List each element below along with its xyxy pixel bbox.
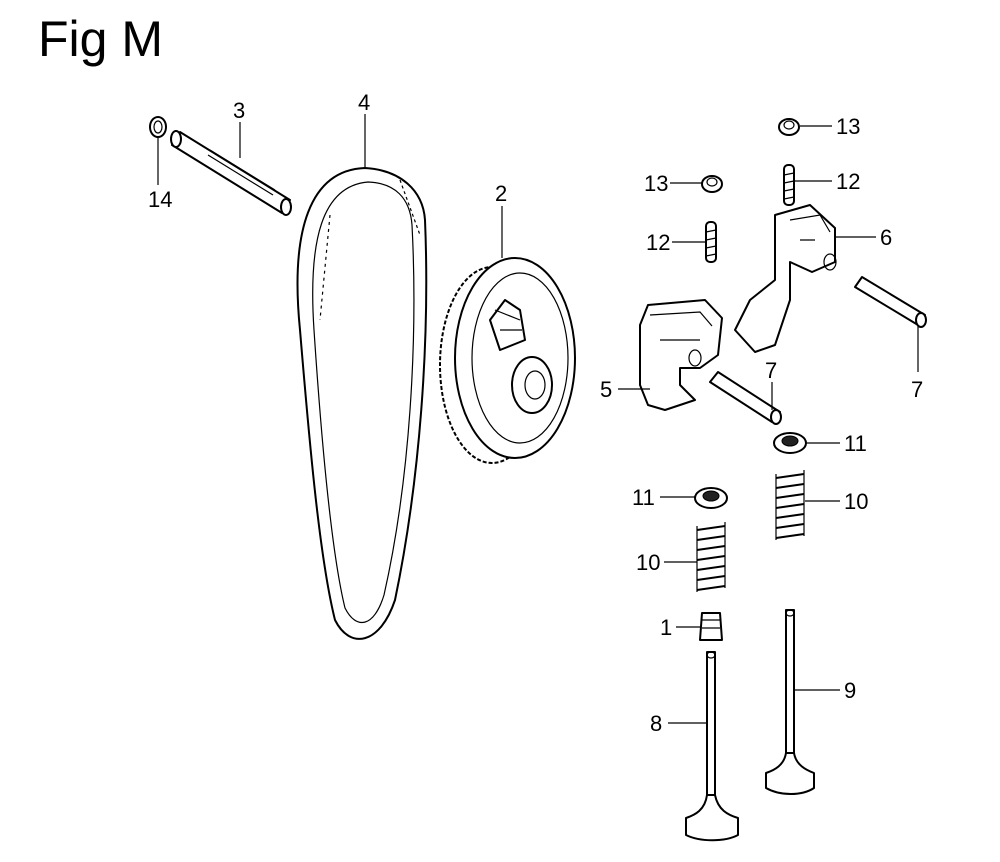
part-13-nut-right xyxy=(778,118,800,136)
callout-label: 11 xyxy=(844,431,867,456)
figure-title: Fig M xyxy=(38,11,163,67)
callout-label: 5 xyxy=(600,377,612,402)
callout-label: 10 xyxy=(844,489,868,514)
part-9-valve xyxy=(765,609,815,795)
callout-label: 9 xyxy=(844,678,856,703)
callout-10-left: 10 xyxy=(636,550,697,575)
callout-label: 8 xyxy=(650,711,662,736)
part-12-screw-left xyxy=(705,221,717,263)
callout-11-left: 11 xyxy=(632,485,695,510)
part-8-valve xyxy=(685,651,739,842)
part-7-pin-left xyxy=(709,371,782,425)
part-13-nut-left xyxy=(701,175,723,193)
callout-8: 8 xyxy=(650,711,707,736)
part-1-stem-seal xyxy=(699,612,723,641)
callout-label: 11 xyxy=(632,485,655,510)
callout-label: 1 xyxy=(660,615,672,640)
callout-label: 3 xyxy=(233,98,245,123)
part-12-screw-right xyxy=(783,164,795,206)
part-6-rocker-arm xyxy=(734,204,837,353)
callout-13-left: 13 xyxy=(644,171,702,196)
callout-2: 2 xyxy=(495,181,507,258)
callout-14: 14 xyxy=(148,138,172,212)
callout-6: 6 xyxy=(836,225,892,250)
callout-7-right: 7 xyxy=(911,326,923,402)
part-10-spring-right xyxy=(775,470,805,540)
callout-label: 2 xyxy=(495,181,507,206)
callout-label: 12 xyxy=(836,169,860,194)
callout-9: 9 xyxy=(795,678,856,703)
part-11-retainer-left xyxy=(694,487,728,509)
callout-label: 6 xyxy=(880,225,892,250)
callout-label: 7 xyxy=(911,377,923,402)
callout-3: 3 xyxy=(233,98,245,158)
callout-12-left: 12 xyxy=(646,230,705,255)
part-14-ring xyxy=(149,116,167,138)
callout-label: 12 xyxy=(646,230,670,255)
callout-4: 4 xyxy=(358,90,370,167)
part-5-rocker-arm xyxy=(639,299,723,411)
callout-11-right: 11 xyxy=(806,431,867,456)
callout-label: 10 xyxy=(636,550,660,575)
part-7-pin-right xyxy=(854,276,927,328)
callout-label: 14 xyxy=(148,187,172,212)
part-2-cam-pulley xyxy=(439,257,576,464)
callout-7-left: 7 xyxy=(765,358,777,410)
part-11-retainer-right xyxy=(773,432,807,454)
part-4-timing-belt xyxy=(296,167,428,640)
callout-label: 13 xyxy=(644,171,668,196)
callout-5: 5 xyxy=(600,377,650,402)
part-3-shaft xyxy=(170,130,292,216)
callout-1: 1 xyxy=(660,615,700,640)
callout-label: 7 xyxy=(765,358,777,383)
part-10-spring-left xyxy=(696,522,726,592)
callout-13-right: 13 xyxy=(800,114,860,139)
callout-10-right: 10 xyxy=(805,489,868,514)
callout-label: 13 xyxy=(836,114,860,139)
callout-label: 4 xyxy=(358,90,370,115)
callout-12-right: 12 xyxy=(795,169,860,194)
